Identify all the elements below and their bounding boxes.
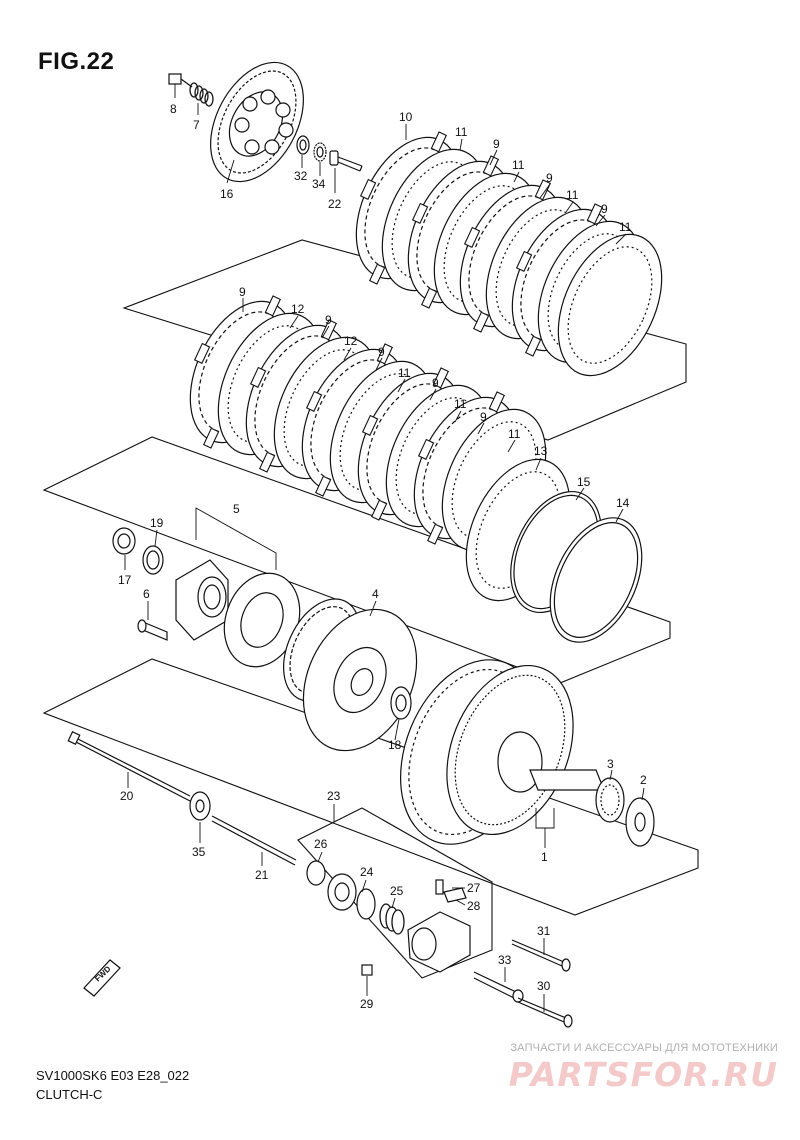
callout-27: 27: [467, 881, 481, 895]
callout-10: 10: [399, 110, 413, 124]
callout-15: 15: [577, 475, 591, 489]
callout-8: 8: [170, 102, 177, 116]
callout-25: 25: [390, 884, 404, 898]
callout-30: 30: [537, 979, 551, 993]
spring-ring-14: [549, 517, 643, 643]
callout-9a: 9: [493, 137, 500, 151]
callout-2: 2: [640, 773, 647, 787]
leader-lines: [124, 84, 645, 1012]
pressure-plate-group: [168, 61, 363, 183]
callout-5: 5: [233, 502, 240, 516]
panel-lower: [42, 658, 699, 916]
callout-14: 14: [616, 496, 630, 510]
watermark-tagline: ЗАПЧАСТИ И АКСЕССУАРЫ ДЛЯ МОТОТЕХНИКИ: [510, 1042, 778, 1054]
callout-19: 19: [150, 516, 164, 530]
figure-title: FIG.22: [38, 48, 115, 75]
callout-17: 17: [118, 573, 132, 587]
callout-33: 33: [498, 953, 512, 967]
callout-21: 21: [255, 868, 269, 882]
callout-35: 35: [192, 845, 206, 859]
callout-1: 1: [541, 850, 548, 864]
pressure-plate: [210, 61, 304, 183]
callout-18: 18: [388, 738, 402, 752]
callout-29: 29: [360, 997, 374, 1011]
callout-28: 28: [467, 899, 481, 913]
callout-26: 26: [314, 837, 328, 851]
callout-9c: 9: [601, 202, 608, 216]
hub-parts: [112, 527, 301, 668]
primary-driven-gear: [400, 659, 655, 847]
callout-34: 34: [312, 177, 326, 191]
panel-cylinder: [297, 807, 493, 979]
callout-6: 6: [143, 587, 150, 601]
callout-12b: 12: [344, 334, 358, 348]
callout-22: 22: [328, 197, 342, 211]
clutch-sleeve-hub: [283, 598, 418, 752]
callout-9e: 9: [325, 313, 332, 327]
diagram-name: CLUTCH-C: [36, 1087, 103, 1102]
callout-31: 31: [537, 924, 551, 938]
clutch-spring: [189, 82, 214, 107]
fwd-arrow-icon: FWD: [83, 959, 121, 997]
callout-9g: 9: [432, 376, 439, 390]
callout-4: 4: [372, 587, 379, 601]
push-rods: [67, 730, 297, 866]
release-cylinder-group: [306, 860, 573, 1028]
callout-11g: 11: [508, 427, 521, 441]
model-code: SV1000SK6 E03 E28_022: [36, 1068, 190, 1083]
callout-11d: 11: [619, 220, 632, 234]
callout-11c: 11: [566, 188, 579, 202]
middle-plate-stack: [189, 295, 643, 643]
callout-20: 20: [120, 789, 134, 803]
callout-16: 16: [220, 187, 234, 201]
callout-3: 3: [607, 757, 614, 771]
callout-9d: 9: [239, 285, 246, 299]
callout-24: 24: [360, 865, 374, 879]
panel-middle: [42, 436, 671, 684]
callout-12a: 12: [291, 302, 305, 316]
callout-11b: 11: [512, 158, 525, 172]
callout-9b: 9: [546, 171, 553, 185]
callout-7: 7: [193, 118, 200, 132]
callout-11e: 11: [398, 366, 411, 380]
callout-11a: 11: [455, 125, 468, 139]
callout-11f: 11: [454, 397, 467, 411]
callout-13: 13: [534, 444, 548, 458]
callout-9f: 9: [378, 345, 385, 359]
callout-9h: 9: [480, 410, 487, 424]
callout-32: 32: [294, 169, 308, 183]
callout-23: 23: [327, 789, 341, 803]
upper-plate-stack: [355, 131, 663, 377]
callout-labels: 1 2 3 4 5 6 7 8 9 9 9 9 9 9 9 9 10 11 11…: [118, 102, 647, 1011]
watermark-logo: PARTSFOR.RU: [508, 1055, 778, 1094]
